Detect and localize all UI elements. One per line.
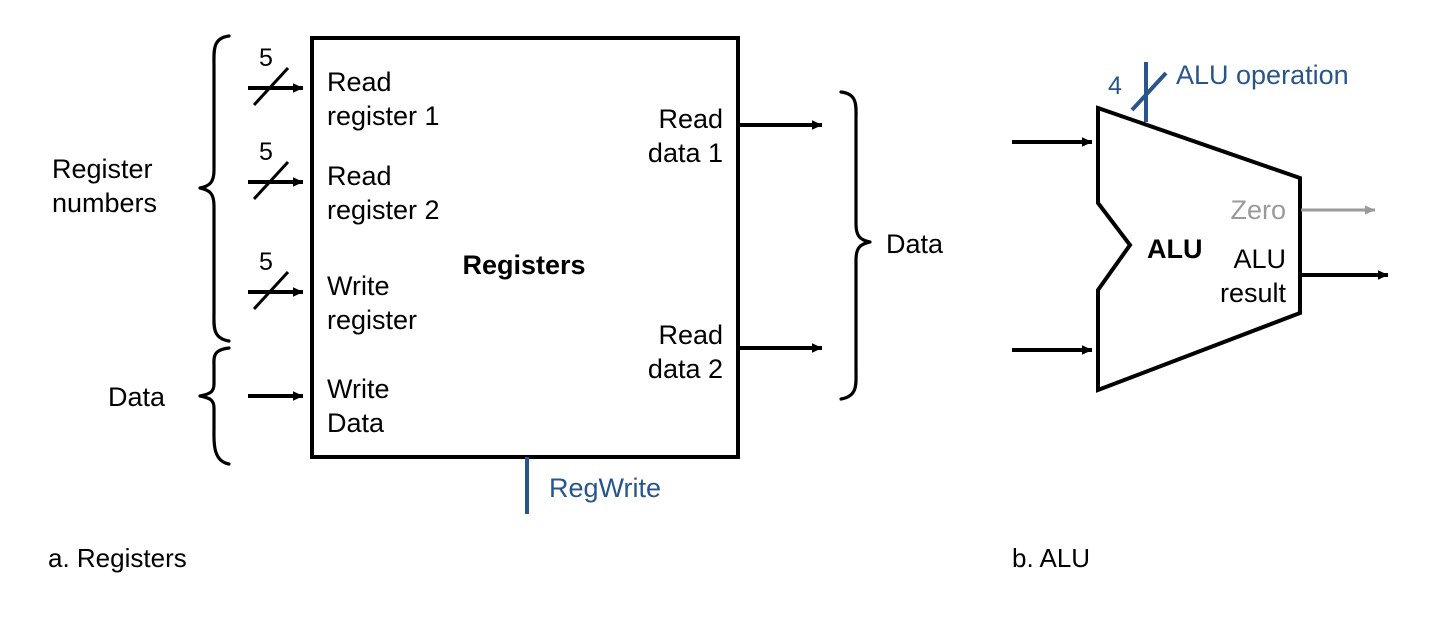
bus-width-read-register-2: 5 — [259, 138, 273, 166]
bus-width-read-register-1: 5 — [259, 44, 273, 72]
port-label-read-register-1-line2: register 1 — [327, 101, 440, 131]
brace-write-data — [198, 346, 231, 466]
label-register-numbers-line1: Register — [52, 154, 153, 184]
port-label-alu-result-line1: ALU — [1233, 244, 1286, 274]
caption-panel-a: a. Registers — [48, 543, 187, 573]
port-label-write-data-line1: Write — [327, 374, 390, 404]
label-alu-operation: ALU operation — [1176, 60, 1349, 90]
port-label-write-register-line1: Write — [327, 271, 390, 301]
label-register-numbers-line2: numbers — [52, 188, 157, 218]
bus-width-alu-operation: 4 — [1108, 72, 1122, 100]
input-wire-read-register-1 — [248, 66, 304, 107]
brace-data-outputs — [839, 90, 872, 401]
port-label-alu-result-line2: result — [1220, 278, 1287, 308]
port-label-read-register-2-line2: register 2 — [327, 195, 440, 225]
alu-block — [1096, 105, 1302, 393]
port-label-read-data-2-line2: data 2 — [648, 354, 723, 384]
port-label-zero: Zero — [1230, 195, 1286, 225]
caption-panel-b: b. ALU — [1012, 543, 1090, 573]
port-label-write-data-line2: Data — [327, 408, 385, 438]
port-label-read-data-1-line1: Read — [658, 104, 723, 134]
input-wire-write-register — [248, 270, 304, 311]
label-data-outputs: Data — [886, 229, 944, 259]
input-wire-read-register-2 — [248, 160, 304, 201]
bus-width-write-register: 5 — [259, 248, 273, 276]
brace-register-numbers — [198, 34, 231, 343]
port-label-read-register-1-line1: Read — [327, 67, 392, 97]
port-label-read-register-2-line1: Read — [327, 161, 392, 191]
alu-block-title: ALU — [1147, 234, 1203, 264]
port-label-read-data-2-line1: Read — [658, 320, 723, 350]
registers-block-title: Registers — [462, 250, 585, 280]
control-wire-alu-operation — [1130, 62, 1168, 122]
port-label-write-register-line2: register — [327, 305, 417, 335]
port-label-read-data-1-line2: data 1 — [648, 138, 723, 168]
label-write-data-group: Data — [108, 382, 166, 412]
label-regwrite: RegWrite — [549, 473, 661, 503]
